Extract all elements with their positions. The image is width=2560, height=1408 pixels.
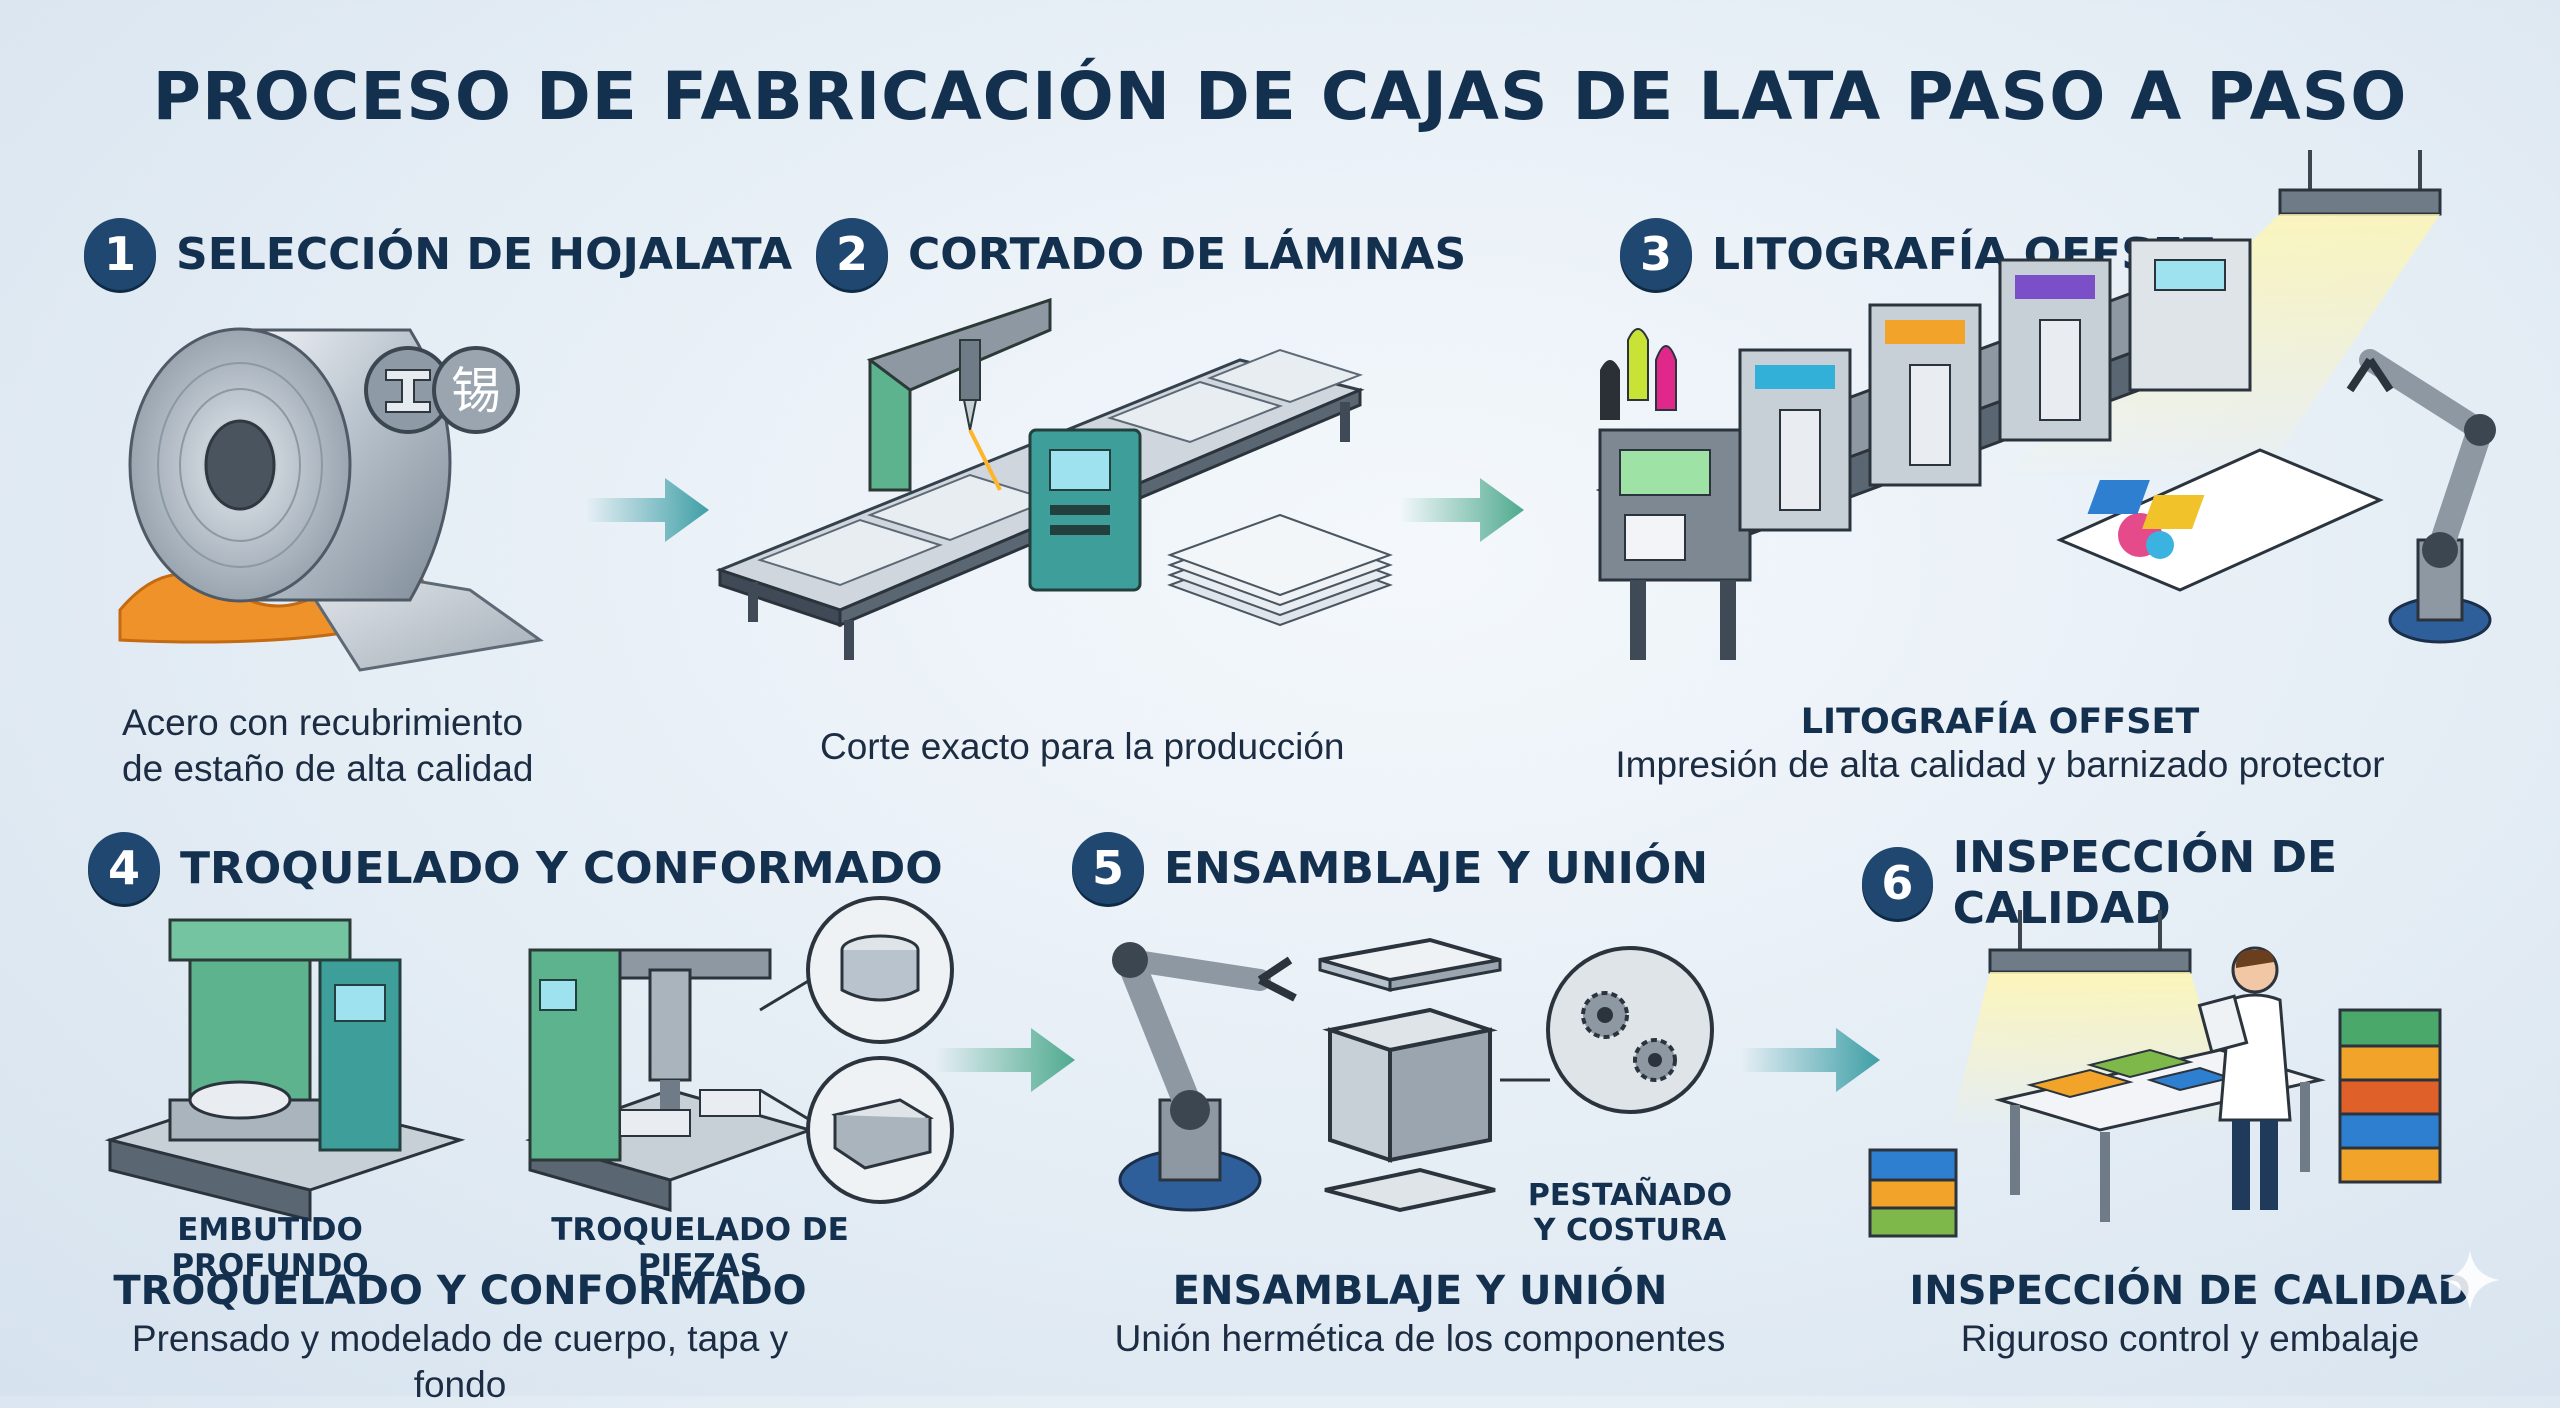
flow-arrow-icon	[935, 1028, 1075, 1092]
sheet-cutting-machine-illustration	[715, 297, 1393, 660]
offset-printing-press-illustration	[1595, 150, 2496, 660]
step-3-caption-title: LITOGRAFÍA OFFSET	[1800, 702, 2200, 742]
step-5-sub-label-line-2: Y COSTURA	[1533, 1213, 1727, 1248]
step-6-title: INSPECCIÓN DE CALIDAD	[1952, 832, 2338, 934]
step-2-caption: Corte exacto para la producción	[820, 726, 1345, 767]
step-6-caption: Riguroso control y embalaje	[1960, 1318, 2420, 1359]
step-5-sub-label-line-1: PESTAÑADO	[1527, 1178, 1733, 1213]
step-1-badge: 1	[84, 218, 156, 290]
step-3-caption: Impresión de alta calidad y barnizado pr…	[1615, 744, 2385, 785]
step-3-badge: 3	[1620, 218, 1692, 290]
flow-arrow-icon	[1740, 1028, 1880, 1092]
step-1-caption-line-2: de estaño de alta calidad	[122, 748, 534, 789]
step-1-caption-line-1: Acero con recubrimiento	[122, 702, 524, 743]
step-6-header: 6 INSPECCIÓN DE CALIDAD	[1862, 832, 2560, 934]
step-5-badge: 5	[1072, 832, 1144, 904]
page-title: PROCESO DE FABRICACIÓN DE CAJAS DE LATA …	[152, 58, 2408, 135]
step-4-caption-title: TROQUELADO Y CONFORMADO	[113, 1268, 807, 1314]
step-1-title: SELECCIÓN DE HOJALATA	[176, 228, 793, 280]
step-4-title: TROQUELADO Y CONFORMADO	[180, 842, 943, 894]
steel-coil-illustration: 锡	[118, 327, 544, 672]
step-6-badge: 6	[1862, 847, 1933, 919]
step-5-title: ENSAMBLAJE Y UNIÓN	[1164, 842, 1709, 894]
tin-element-icon	[432, 346, 520, 434]
step-5-header: 5 ENSAMBLAJE Y UNIÓN	[1072, 832, 1708, 904]
flow-arrow-icon	[1400, 478, 1524, 542]
step-5-sub-label: PESTAÑADO Y COSTURA	[1520, 1178, 1740, 1248]
step-2-badge: 2	[816, 218, 888, 290]
step-2-header: 2 CORTADO DE LÁMINAS	[816, 218, 1466, 290]
step-1-caption: Acero con recubrimiento de estaño de alt…	[122, 700, 533, 792]
quality-inspection-illustration	[1868, 910, 2442, 1238]
flow-arrow-icon	[585, 478, 709, 542]
stamping-presses-illustration	[104, 896, 954, 1222]
step-1-header: 1 SELECCIÓN DE HOJALATA	[84, 218, 792, 290]
assembly-robot-illustration	[1112, 937, 1714, 1213]
step-2-title: CORTADO DE LÁMINAS	[908, 228, 1467, 280]
step-6-caption-title: INSPECCIÓN DE CALIDAD	[1909, 1268, 2471, 1314]
step-5-caption-title: ENSAMBLAJE Y UNIÓN	[1172, 1268, 1668, 1314]
step-4-header: 4 TROQUELADO Y CONFORMADO	[88, 832, 943, 904]
step-4-sub-label-part-stamping: TROQUELADO DE PIEZAS	[551, 1212, 849, 1284]
step-4-badge: 4	[88, 832, 160, 904]
svg-text:锡: 锡	[451, 362, 501, 420]
step-4-caption: Prensado y modelado de cuerpo, tapa y fo…	[131, 1318, 789, 1405]
step-5-caption: Unión hermética de los componentes	[1114, 1318, 1726, 1359]
step-4-sub-label-deep-drawing: EMBUTIDO PROFUNDO	[171, 1212, 369, 1284]
sparkle-icon	[2440, 1250, 2500, 1310]
